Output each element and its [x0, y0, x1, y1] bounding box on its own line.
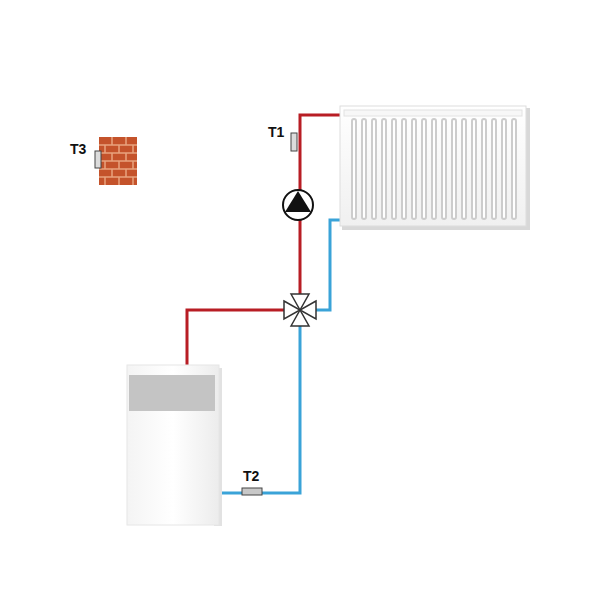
- radiator-fin: [482, 119, 486, 219]
- radiator-fin: [472, 119, 476, 219]
- radiator-fin: [422, 119, 426, 219]
- boiler-return-pipe: [220, 326, 300, 493]
- boiler: [127, 365, 222, 526]
- radiator-fin: [392, 119, 396, 219]
- brick-joint: [118, 161, 120, 169]
- radiator-return-pipe: [316, 220, 342, 310]
- brick-joint: [104, 177, 106, 185]
- sensor-t1: [291, 133, 297, 151]
- boiler-flow-pipe: [187, 310, 285, 368]
- radiator-fin: [352, 119, 356, 219]
- radiator-fin: [492, 119, 496, 219]
- radiator-fin: [372, 119, 376, 219]
- radiator: [340, 106, 530, 230]
- brick-joint: [104, 145, 106, 153]
- radiator-fin: [362, 119, 366, 219]
- brick-joint: [125, 169, 127, 177]
- brick-joint: [132, 177, 134, 185]
- outdoor-wall: [95, 137, 137, 185]
- brick-joint: [111, 153, 113, 161]
- brick-joint: [125, 153, 127, 161]
- radiator-fin: [462, 119, 466, 219]
- sensor-t3: [95, 151, 101, 168]
- brick-joint: [125, 137, 127, 145]
- sensor-label: T2: [243, 468, 259, 484]
- mixing-valve-symbol: [284, 294, 316, 326]
- radiator-fin: [402, 119, 406, 219]
- radiator-fin: [432, 119, 436, 219]
- brick-joint: [104, 161, 106, 169]
- sensor-t2: [242, 488, 262, 495]
- sensor-label: T1: [268, 124, 284, 140]
- radiator-fin: [512, 119, 516, 219]
- brick-joint: [111, 169, 113, 177]
- brick-joint: [132, 161, 134, 169]
- brick-joint: [111, 137, 113, 145]
- pump-symbol: [283, 190, 313, 220]
- radiator-fin: [412, 119, 416, 219]
- radiator-fin: [442, 119, 446, 219]
- brick-joint: [118, 145, 120, 153]
- radiator-fin: [382, 119, 386, 219]
- radiator-fin: [502, 119, 506, 219]
- sensor-label: T3: [70, 141, 86, 157]
- brick-joint: [118, 177, 120, 185]
- radiator-fin: [452, 119, 456, 219]
- brick-joint: [132, 145, 134, 153]
